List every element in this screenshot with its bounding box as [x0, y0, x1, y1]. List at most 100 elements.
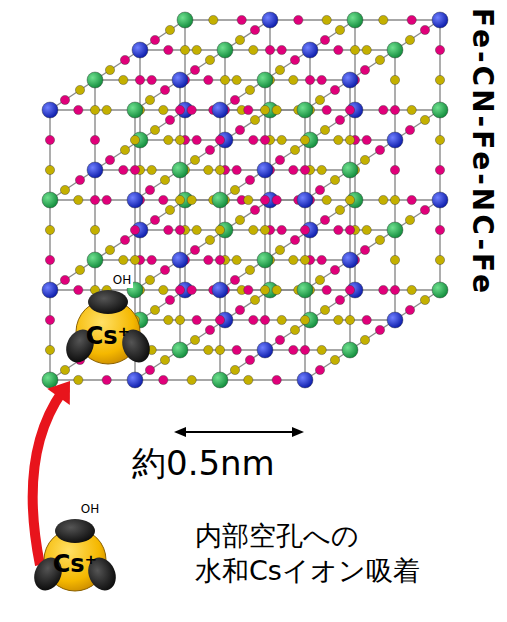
fe-atom — [297, 102, 313, 118]
cn-atom — [320, 215, 329, 224]
cn-atom — [277, 135, 286, 144]
bond-line — [270, 19, 355, 20]
cn-atom — [150, 305, 159, 314]
cn-atom — [74, 105, 83, 114]
fe-atom — [172, 252, 188, 268]
cn-atom — [345, 225, 354, 234]
bond-line — [439, 110, 440, 200]
cn-atom — [159, 285, 168, 294]
cn-atom — [390, 195, 399, 204]
cn-atom — [130, 135, 139, 144]
fe-atom — [127, 192, 143, 208]
cn-atom — [249, 45, 258, 54]
cn-atom — [235, 305, 244, 314]
cn-atom — [130, 165, 139, 174]
cn-atom — [335, 295, 344, 304]
fe-atom — [342, 162, 358, 178]
bond-line — [269, 110, 270, 200]
cn-atom — [45, 345, 54, 354]
cn-atom — [215, 165, 224, 174]
fe-atom — [172, 72, 188, 88]
cn-atom — [235, 215, 244, 224]
cn-atom — [145, 95, 154, 104]
cn-atom — [120, 55, 129, 64]
cn-atom — [420, 115, 429, 124]
cn-atom — [147, 165, 156, 174]
fe-atom — [42, 192, 58, 208]
cn-atom — [435, 75, 444, 84]
fe-atom — [212, 102, 228, 118]
fe-atom — [432, 192, 448, 208]
cn-atom — [277, 45, 286, 54]
cn-atom — [335, 205, 344, 214]
cn-atom — [407, 285, 416, 294]
fe-atom — [302, 42, 318, 58]
cn-atom — [175, 225, 184, 234]
cn-atom — [334, 45, 343, 54]
cn-atom — [145, 275, 154, 284]
cn-atom — [390, 105, 399, 114]
cn-atom — [330, 265, 339, 274]
bond-line — [219, 200, 220, 290]
cn-atom — [147, 255, 156, 264]
cn-atom — [90, 225, 99, 234]
cn-atom — [190, 245, 199, 254]
cn-atom — [390, 285, 399, 294]
cn-atom — [249, 315, 258, 324]
cn-atom — [260, 225, 269, 234]
cn-atom — [405, 305, 414, 314]
fe-atom — [347, 12, 363, 28]
cn-atom — [205, 55, 214, 64]
cn-atom — [305, 75, 314, 84]
cn-atom — [160, 175, 169, 184]
bond-line — [139, 140, 140, 230]
cn-atom — [362, 45, 371, 54]
fe-atom — [257, 342, 273, 358]
cn-atom — [435, 255, 444, 264]
cn-atom — [250, 25, 259, 34]
cn-atom — [289, 255, 298, 264]
cn-atom — [190, 335, 199, 344]
cn-atom — [209, 15, 218, 24]
cn-atom — [165, 115, 174, 124]
cn-atom — [249, 225, 258, 234]
cn-atom — [300, 345, 309, 354]
fe-atom — [177, 12, 193, 28]
bond-line — [50, 379, 135, 380]
water-label: OH — [111, 274, 133, 287]
cn-atom — [345, 105, 354, 114]
cn-atom — [245, 355, 254, 364]
fe-atom — [212, 192, 228, 208]
bond-line — [354, 20, 355, 110]
fe-atom — [342, 342, 358, 358]
cn-atom — [245, 175, 254, 184]
bond-line — [269, 200, 270, 290]
cn-atom — [105, 245, 114, 254]
cn-atom — [260, 105, 269, 114]
bond-line — [219, 290, 220, 380]
cn-atom — [60, 365, 69, 374]
cn-atom — [74, 285, 83, 294]
cn-atom — [335, 115, 344, 124]
cn-atom — [360, 155, 369, 164]
cn-atom — [232, 165, 241, 174]
bond-line — [349, 80, 350, 170]
fe-atom — [127, 102, 143, 118]
cn-atom — [290, 235, 299, 244]
fe-atom — [257, 252, 273, 268]
cn-atom — [190, 155, 199, 164]
cn-atom — [250, 205, 259, 214]
cn-atom — [407, 105, 416, 114]
fe-atom — [387, 312, 403, 328]
cn-atom — [322, 195, 331, 204]
cn-atom — [244, 195, 253, 204]
cn-atom — [407, 15, 416, 24]
cn-atom — [215, 315, 224, 324]
cn-atom — [119, 75, 128, 84]
cn-atom — [74, 195, 83, 204]
cn-atom — [300, 315, 309, 324]
bond-line — [269, 20, 270, 110]
cn-atom — [215, 135, 224, 144]
bond-line — [220, 379, 305, 380]
bond-line — [349, 170, 350, 260]
